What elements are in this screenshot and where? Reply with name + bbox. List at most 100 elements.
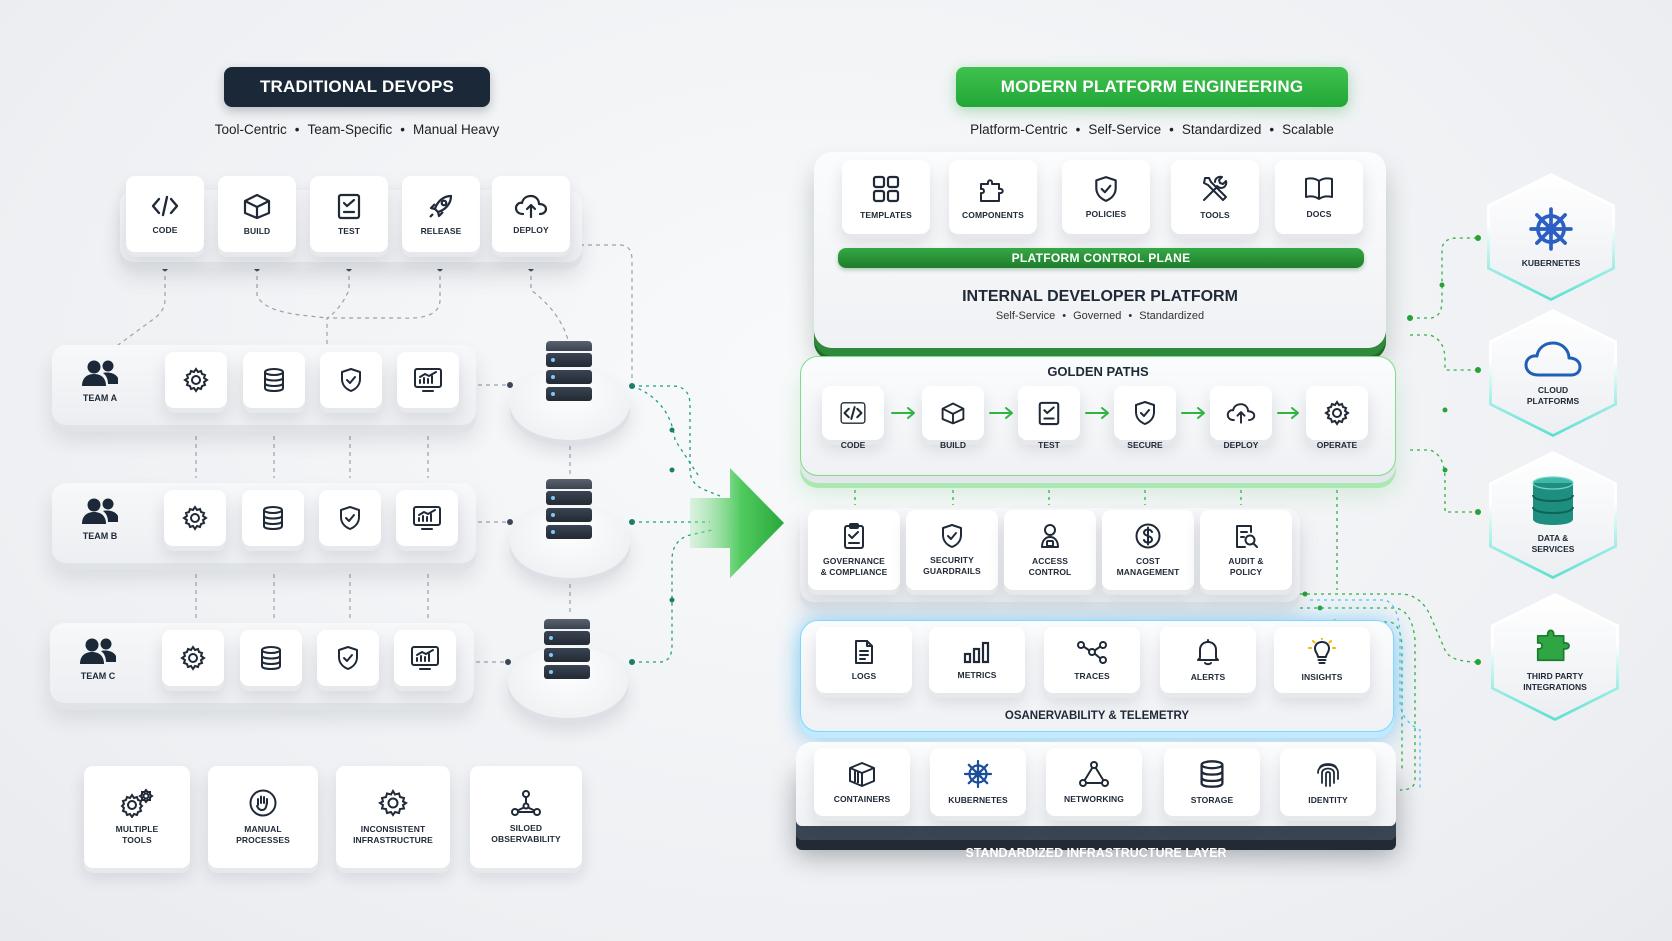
pipeline-build[interactable]: BUILD <box>218 176 296 252</box>
code-icon <box>151 195 179 216</box>
problem-siloed-observability[interactable]: SILOED OBSERVABILITY <box>470 766 582 868</box>
fingerprint-icon <box>1317 762 1339 787</box>
golden-path-test-label: TEST <box>1038 440 1060 450</box>
team-b-server[interactable] <box>546 479 592 543</box>
idp-tools[interactable]: TOOLS <box>1171 160 1259 234</box>
problem-inconsistent-infrastructure[interactable]: INCONSISTENT INFRASTRUCTURE <box>336 766 450 868</box>
audit-policy[interactable]: AUDIT & POLICY <box>1200 510 1292 590</box>
gear-warning-icon <box>378 789 408 818</box>
platform-control-plane-bar: PLATFORM CONTROL PLANE <box>838 248 1364 268</box>
shield-icon <box>340 506 360 530</box>
golden-path-deploy[interactable] <box>1210 386 1272 440</box>
monitor-chart-icon <box>414 368 442 392</box>
security-guardrails[interactable]: SECURITY GUARDRAILS <box>906 510 998 590</box>
observability-alerts[interactable]: ALERTS <box>1160 627 1256 693</box>
helm-icon <box>1529 206 1573 251</box>
team-c-server[interactable] <box>544 619 590 683</box>
infrastructure-networking[interactable]: NETWORKING <box>1046 748 1142 816</box>
container-icon <box>849 761 875 787</box>
team-b-gear[interactable] <box>164 490 226 546</box>
traditional-devops-tagline: Tool-Centric•Team-Specific•Manual Heavy <box>214 122 500 137</box>
bell-icon <box>1197 638 1219 665</box>
gear-icon <box>180 645 206 671</box>
team-icon <box>82 498 118 524</box>
team-a-server[interactable] <box>546 341 592 405</box>
observability-insights[interactable]: INSIGHTS <box>1274 627 1370 693</box>
team-a[interactable]: TEAM A <box>70 358 130 403</box>
pipeline-release[interactable]: RELEASE <box>402 176 480 252</box>
file-icon <box>855 639 873 664</box>
network-icon <box>1079 760 1109 787</box>
idp-policies[interactable]: POLICIES <box>1062 160 1150 234</box>
pipeline-deploy[interactable]: DEPLOY <box>492 176 570 252</box>
problem-multiple-tools[interactable]: MULTIPLE TOOLS <box>84 766 190 868</box>
gears-icon <box>120 788 154 819</box>
infrastructure-storage[interactable]: STORAGE <box>1164 748 1260 816</box>
puzzle-icon <box>1536 629 1570 662</box>
idp-docs[interactable]: DOCS <box>1275 160 1363 234</box>
observability-metrics[interactable]: METRICS <box>929 627 1025 693</box>
shield-check-icon <box>942 524 962 549</box>
golden-paths-title: GOLDEN PATHS <box>1047 364 1149 379</box>
cost-management[interactable]: COST MANAGEMENT <box>1102 510 1194 590</box>
box-icon <box>941 402 965 425</box>
shield-icon <box>338 646 358 670</box>
database-icon <box>1200 759 1224 788</box>
database-icon <box>261 646 281 671</box>
monitor-chart-icon <box>411 646 439 670</box>
team-c-database[interactable] <box>240 630 302 686</box>
team-a-gear[interactable] <box>165 352 227 408</box>
golden-path-deploy-label: DEPLOY <box>1223 440 1259 450</box>
database-icon <box>1532 476 1574 526</box>
observability-title: OSANERVABILITY & TELEMETRY <box>1004 710 1190 722</box>
idp-title: INTERNAL DEVELOPER PLATFORM <box>962 288 1238 305</box>
dollar-icon <box>1135 523 1161 549</box>
traditional-devops-title: TRADITIONAL DEVOPS <box>224 67 490 107</box>
team-a-monitor[interactable] <box>397 352 459 408</box>
golden-path-code[interactable] <box>822 386 884 440</box>
target-third-party-integrations[interactable]: THIRD PARTY INTEGRATIONS <box>1491 593 1619 721</box>
team-b-monitor[interactable] <box>396 490 458 546</box>
team-b-shield[interactable] <box>319 490 381 546</box>
idp-templates[interactable]: TEMPLATES <box>842 160 930 234</box>
observability-traces[interactable]: TRACES <box>1044 627 1140 693</box>
governance-compliance[interactable]: GOVERNANCE & COMPLIANCE <box>808 510 900 590</box>
transition-arrow-icon <box>690 468 784 578</box>
observability-logs[interactable]: LOGS <box>816 627 912 693</box>
team-a-database[interactable] <box>243 352 305 408</box>
team-b[interactable]: TEAM B <box>70 496 130 541</box>
team-icon <box>80 638 116 664</box>
team-c[interactable]: TEAM C <box>68 636 128 681</box>
checklist-icon <box>337 193 361 219</box>
target-cloud-platforms[interactable]: CLOUD PLATFORMS <box>1489 309 1617 437</box>
box-icon <box>243 193 271 219</box>
team-a-shield[interactable] <box>320 352 382 408</box>
traces-icon <box>1077 640 1107 664</box>
problem-label: MULTIPLE TOOLS <box>115 824 159 845</box>
golden-path-secure[interactable] <box>1114 386 1176 440</box>
problem-manual-processes[interactable]: MANUAL PROCESSES <box>208 766 318 868</box>
access-control[interactable]: ACCESS CONTROL <box>1004 510 1096 590</box>
infrastructure-kubernetes[interactable]: KUBERNETES <box>930 748 1026 816</box>
golden-path-test[interactable] <box>1018 386 1080 440</box>
team-c-monitor[interactable] <box>394 630 456 686</box>
golden-path-operate-label: OPERATE <box>1316 440 1358 450</box>
pipeline-code[interactable]: CODE <box>126 176 204 252</box>
target-kubernetes[interactable]: KUBERNETES <box>1487 173 1615 301</box>
database-icon <box>263 506 283 531</box>
team-b-database[interactable] <box>242 490 304 546</box>
golden-path-arrows <box>891 407 1299 419</box>
pipeline-test[interactable]: TEST <box>310 176 388 252</box>
clipboard-icon <box>844 523 864 550</box>
golden-path-operate[interactable] <box>1306 386 1368 440</box>
problem-label: INCONSISTENT INFRASTRUCTURE <box>353 824 433 845</box>
infrastructure-identity[interactable]: IDENTITY <box>1280 748 1376 816</box>
target-data-services[interactable]: DATA & SERVICES <box>1489 451 1617 579</box>
infrastructure-containers[interactable]: CONTAINERS <box>814 748 910 816</box>
problem-label: MANUAL PROCESSES <box>236 824 290 845</box>
team-c-shield[interactable] <box>317 630 379 686</box>
bar-chart-icon <box>963 641 990 663</box>
team-c-gear[interactable] <box>162 630 224 686</box>
idp-components[interactable]: COMPONENTS <box>949 160 1037 234</box>
golden-path-build[interactable] <box>922 386 984 440</box>
